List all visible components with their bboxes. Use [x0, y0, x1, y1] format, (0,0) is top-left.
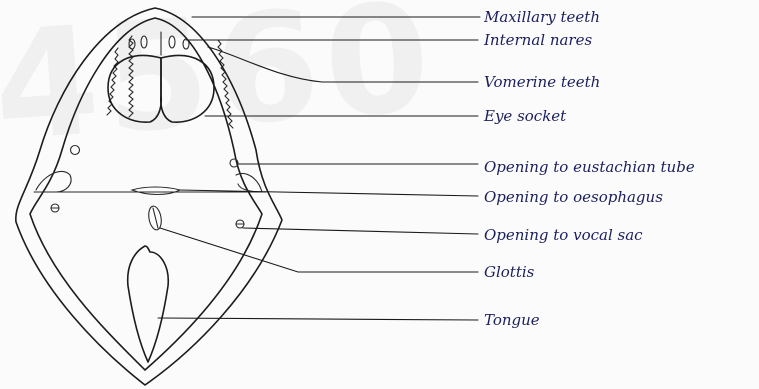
leader-glottis	[160, 228, 478, 272]
jaw-angle-lobe-right	[236, 174, 262, 192]
label-internal-nares: Internal nares	[484, 33, 592, 48]
label-vocal-sac-opening: Opening to vocal sac	[484, 228, 643, 243]
tongue	[128, 246, 169, 362]
eustachian-opening-left	[71, 146, 80, 155]
vomerine-tooth-right	[169, 36, 175, 48]
label-eustachian-opening: Opening to eustachian tube	[484, 160, 695, 175]
label-oesophagus-opening: Opening to oesophagus	[484, 190, 663, 205]
label-eye-socket: Eye socket	[484, 109, 566, 124]
label-maxillary-teeth: Maxillary teeth	[484, 10, 600, 25]
eye-socket-right	[161, 56, 214, 123]
oesophagus-opening	[132, 187, 180, 195]
glottis-slit	[153, 208, 158, 228]
maxillary-teeth-left	[129, 36, 133, 117]
leader-oesophagus-opening	[180, 190, 478, 196]
vomerine-tooth-left	[141, 36, 147, 48]
leader-tongue	[158, 318, 478, 320]
leader-vomerine-teeth	[208, 47, 478, 82]
eye-socket-left	[108, 56, 161, 123]
label-vomerine-teeth: Vomerine teeth	[484, 75, 600, 90]
outer-jaw-outline	[16, 8, 282, 385]
label-glottis: Glottis	[484, 265, 534, 280]
label-tongue: Tongue	[484, 313, 540, 328]
